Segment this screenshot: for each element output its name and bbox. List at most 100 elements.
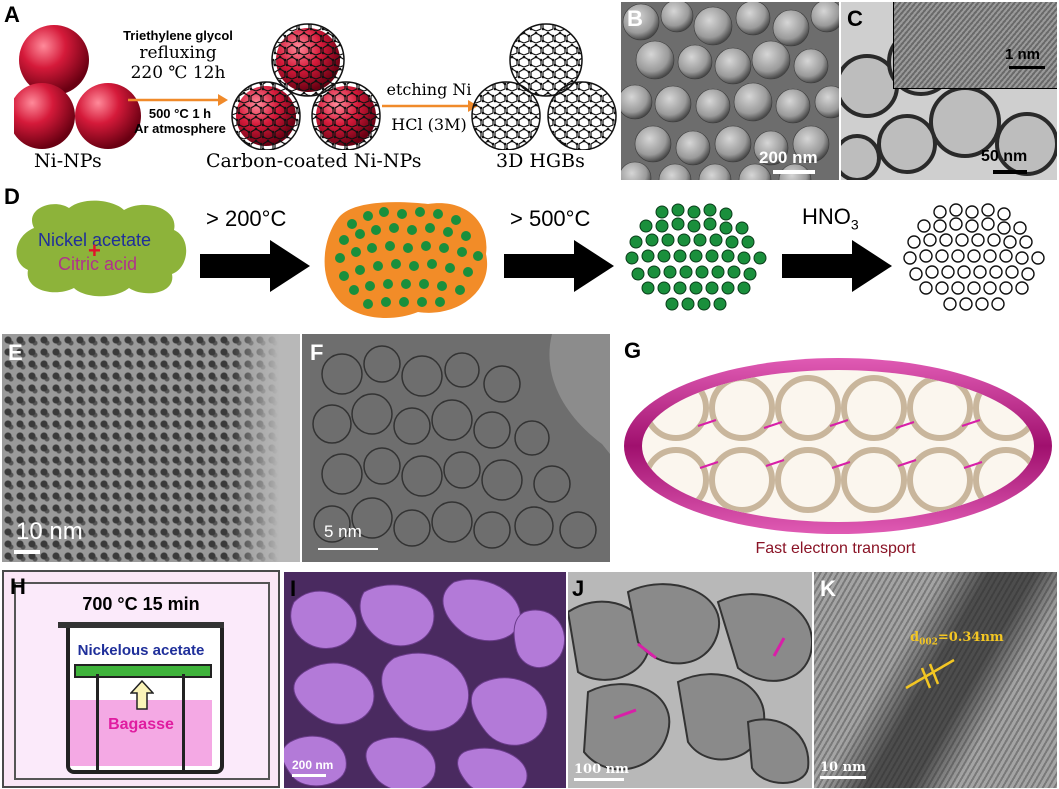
step1-line-atmosphere: Ar atmosphere — [134, 121, 226, 136]
panel-c-tem-image: C 1 nm 50 nm — [841, 2, 1057, 180]
hollow-cage-left — [471, 81, 541, 150]
ni-particle-cluster — [625, 203, 767, 311]
scale-bar-b — [773, 170, 815, 174]
panel-label-b: B — [627, 6, 643, 31]
step1-line-anneal: 500 °C 1 h — [148, 106, 212, 121]
hollow-graphene-balls-graphic — [471, 23, 617, 150]
panel-d: D Nickel acetate + Citric acid > 200°C >… — [0, 182, 1059, 332]
hollow-cage-right — [547, 81, 617, 150]
ni-sphere — [75, 83, 141, 149]
panel-g: G Fast electron transport — [612, 334, 1059, 564]
precursor-blob — [16, 200, 187, 297]
crucible-rim — [58, 622, 224, 628]
scale-label-k: 10 nm — [820, 760, 866, 775]
crucible-leg-left — [96, 674, 99, 770]
coated-sphere-top — [271, 23, 345, 97]
lattice-spacing-d: d — [910, 630, 920, 645]
arrow1-label: > 200°C — [206, 206, 287, 231]
inset-scale-bar — [1009, 66, 1045, 69]
panel-label-i: I — [290, 576, 297, 601]
lattice-spacing-sub: 002 — [919, 637, 938, 648]
label-bagasse: Bagasse — [108, 716, 174, 733]
arrow3-label-main: HNO — [802, 204, 851, 229]
panel-a: A Ni-NPs Triethylene glycol refluxing 22… — [0, 0, 620, 182]
crucible-leg-right — [182, 674, 185, 770]
porous-particles — [284, 578, 566, 788]
panel-label-c: C — [847, 6, 863, 31]
hrtem-shells — [302, 334, 610, 562]
scale-bar-k — [820, 776, 866, 779]
scale-label-e: 10 nm — [16, 518, 83, 545]
intermediate-composite — [324, 202, 488, 318]
scale-bar-i — [292, 774, 326, 777]
ni-sphere — [14, 83, 75, 149]
caption-carbon-coated: Carbon-coated Ni-NPs — [206, 150, 422, 172]
panel-label-k: K — [820, 576, 836, 601]
scale-bar-c — [993, 170, 1027, 174]
panel-h: H 700 °C 15 min Nickelous acetate Bagass… — [2, 570, 280, 788]
arrow2-label: > 500°C — [510, 206, 591, 231]
step1-line-solvent: Triethylene glycol — [123, 28, 233, 43]
electron-transport-ellipse — [624, 358, 1052, 534]
panel-e-tem-image: E 10 nm — [2, 334, 300, 562]
step1-line-reflux: refluxing — [139, 43, 217, 63]
caption-3d-hgbs: 3D HGBs — [496, 150, 585, 172]
inset-lattice-image — [893, 2, 1057, 89]
panel-label-e: E — [8, 340, 23, 365]
hollow-carbon-cluster — [903, 203, 1045, 311]
panel-i-sem-image: I 200 nm — [284, 572, 566, 788]
scale-label-f: 5 nm — [324, 522, 362, 541]
scale-label-c: 50 nm — [981, 148, 1028, 165]
ni-sphere — [19, 25, 89, 95]
arrow3-label: HNO3 — [802, 204, 859, 232]
scale-bar-j — [574, 778, 624, 781]
panel-label-f: F — [310, 340, 324, 365]
coated-sphere-right — [311, 81, 381, 150]
scale-label-i: 200 nm — [292, 758, 334, 772]
tem-edge-background — [232, 334, 300, 562]
panel-j-tem-image: J 100 nm — [568, 572, 812, 788]
step1-anneal-text: 500 °C 1 h Ar atmosphere — [130, 106, 230, 136]
scale-bar-f — [318, 548, 378, 550]
scale-label-j: 100 nm — [574, 762, 629, 777]
step2-arrow — [382, 100, 478, 112]
panel-f-hrtem-image: F 5 nm — [302, 334, 610, 562]
lattice-spacing-label: d002=0.34nm — [910, 630, 1004, 648]
step1-line-temp: 220 ℃ 12h — [130, 63, 226, 83]
scale-label-b: 200 nm — [759, 148, 818, 167]
label-nickelous-acetate: Nickelous acetate — [77, 642, 205, 659]
panel-label-g: G — [624, 338, 642, 363]
panel-label-a: A — [4, 2, 20, 27]
coated-sphere-left — [231, 81, 301, 150]
step2-text-bottom: HCl (3M) — [391, 115, 467, 134]
arrow2 — [504, 240, 614, 292]
carbon-coated-nps-graphic — [231, 23, 381, 150]
precursor-citric-acid: Citric acid — [58, 254, 138, 274]
bagasse-layer — [70, 700, 212, 766]
scale-bar-e — [14, 550, 40, 554]
arrow3-label-sub: 3 — [850, 216, 859, 233]
panel-k-hrtem-image: d002=0.34nm K 10 nm — [814, 572, 1057, 788]
step1-arrow — [128, 94, 228, 106]
ni-nanoparticles-graphic — [14, 25, 141, 149]
plus-sign: + — [88, 238, 101, 263]
nickelous-acetate-dish — [74, 664, 212, 678]
furnace-condition: 700 °C 15 min — [82, 594, 200, 614]
tem-sheets — [568, 583, 812, 784]
caption-fast-electron-transport: Fast electron transport — [755, 540, 916, 557]
panel-label-h: H — [10, 574, 26, 599]
panel-label-j: J — [572, 576, 585, 601]
step1-text: Triethylene glycol refluxing 220 ℃ 12h — [118, 28, 238, 83]
step2-text-top: etching Ni — [386, 80, 472, 99]
panel-b-sem-image: B 200 nm — [621, 2, 839, 180]
caption-ni-nps: Ni-NPs — [34, 150, 102, 172]
sem-spheres — [621, 2, 839, 180]
inset-scale-label: 1 nm — [1005, 46, 1041, 63]
lattice-spacing-value: =0.34nm — [937, 630, 1004, 645]
hollow-cage-top — [509, 23, 583, 97]
panel-label-d: D — [4, 184, 20, 209]
spacing-marker — [905, 658, 955, 690]
upward-arrow — [130, 680, 154, 710]
arrow3 — [782, 240, 892, 292]
precursor-nickel-acetate: Nickel acetate — [38, 230, 152, 250]
